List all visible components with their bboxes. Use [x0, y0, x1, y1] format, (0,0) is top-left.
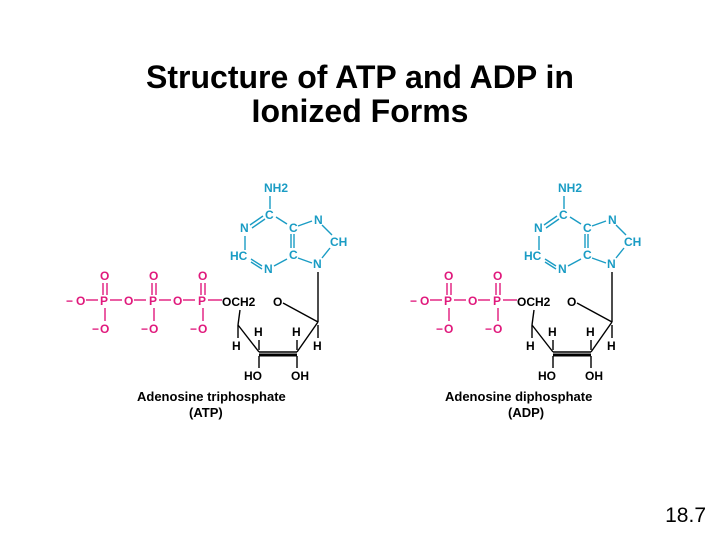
atp-bridge-o2: O	[173, 294, 182, 308]
slide-number: 18.7	[665, 504, 706, 527]
adp-c4: C	[583, 248, 592, 262]
title-line-1: Structure of ATP and ADP in	[146, 59, 574, 95]
adp-p1: P	[444, 294, 452, 308]
adp-n3: N	[558, 262, 567, 276]
adp-c8: CH	[624, 235, 641, 249]
adp-adenine: NH2 C N C N CH C N HC N	[524, 181, 641, 276]
adp-name: Adenosine diphosphate	[445, 389, 592, 404]
atp-ring-o: O	[273, 295, 282, 309]
atp-oh: OH	[291, 369, 309, 383]
adp-o-end: O	[420, 294, 429, 308]
adp-minus: −	[436, 322, 443, 336]
adp-ring-o: O	[567, 295, 576, 309]
atp-minus: −	[190, 322, 197, 336]
adp-ribose: OCH2 O H H H H HO OH	[517, 272, 616, 383]
adp-h1: H	[526, 339, 535, 353]
adp-oh: OH	[585, 369, 603, 383]
adp-h2: H	[607, 339, 616, 353]
atp-n9: N	[313, 257, 322, 271]
page-title: Structure of ATP and ADP in Ionized Form…	[0, 60, 720, 128]
atp-name: Adenosine triphosphate	[137, 389, 286, 404]
adp-p2-o-bottom: O	[493, 322, 502, 336]
atp-h3: H	[254, 325, 263, 339]
adp-h4: H	[586, 325, 595, 339]
atp-caption: Adenosine triphosphate (ATP)	[137, 389, 286, 420]
adp-abbr: (ADP)	[508, 405, 544, 420]
adp-c6: C	[559, 208, 568, 222]
atp-minus: −	[66, 294, 73, 308]
atp-och2: OCH2	[222, 295, 256, 309]
atp-h2: H	[313, 339, 322, 353]
adp-p1-o-top: O	[444, 269, 453, 283]
adp-n9: N	[607, 257, 616, 271]
adp-caption: Adenosine diphosphate (ADP)	[445, 389, 592, 420]
atp-n1: N	[240, 221, 249, 235]
adp-h3: H	[548, 325, 557, 339]
adp-bridge-o1: O	[468, 294, 477, 308]
atp-adenine: NH2 C N C N CH C N HC N	[230, 181, 347, 276]
atp-molecule: NH2 C N C N CH C N HC N O	[66, 181, 347, 420]
adp-minus: −	[410, 294, 417, 308]
adp-c5: C	[583, 221, 592, 235]
adp-ho: HO	[538, 369, 556, 383]
atp-phosphate-chain: O − O P − O O O P − O O O P	[66, 269, 222, 336]
adp-n1: N	[534, 221, 543, 235]
adp-nh2-label: NH2	[558, 181, 582, 195]
atp-p3-o-top: O	[198, 269, 207, 283]
atp-p2: P	[149, 294, 157, 308]
adp-c2: HC	[524, 249, 542, 263]
adp-p1-o-bottom: O	[444, 322, 453, 336]
adp-och2: OCH2	[517, 295, 551, 309]
atp-o-end: O	[76, 294, 85, 308]
atp-n7: N	[314, 213, 323, 227]
atp-ho: HO	[244, 369, 262, 383]
adp-p2: P	[493, 294, 501, 308]
atp-p2-o-top: O	[149, 269, 158, 283]
atp-c4: C	[289, 248, 298, 262]
adp-phosphate-chain: O − O P − O O O P − O	[410, 269, 517, 336]
atp-bridge-o1: O	[124, 294, 133, 308]
adp-n7: N	[608, 213, 617, 227]
adp-minus: −	[485, 322, 492, 336]
atp-c2: HC	[230, 249, 248, 263]
atp-ribose: OCH2 O H H H H HO OH	[222, 272, 322, 383]
atp-n3: N	[264, 262, 273, 276]
atp-h4: H	[292, 325, 301, 339]
atp-p2-o-bottom: O	[149, 322, 158, 336]
atp-minus: −	[141, 322, 148, 336]
atp-p1: P	[100, 294, 108, 308]
atp-p3: P	[198, 294, 206, 308]
atp-p3-o-bottom: O	[198, 322, 207, 336]
adp-p2-o-top: O	[493, 269, 502, 283]
atp-c6: C	[265, 208, 274, 222]
atp-minus: −	[92, 322, 99, 336]
adp-molecule: NH2 C N C N CH C N HC N O	[410, 181, 641, 420]
atp-abbr: (ATP)	[189, 405, 223, 420]
atp-p1-o-top: O	[100, 269, 109, 283]
atp-nh2-label: NH2	[264, 181, 288, 195]
title-line-2: Ionized Forms	[251, 93, 469, 129]
atp-c5: C	[289, 221, 298, 235]
atp-p1-o-bottom: O	[100, 322, 109, 336]
atp-c8: CH	[330, 235, 347, 249]
atp-h1: H	[232, 339, 241, 353]
